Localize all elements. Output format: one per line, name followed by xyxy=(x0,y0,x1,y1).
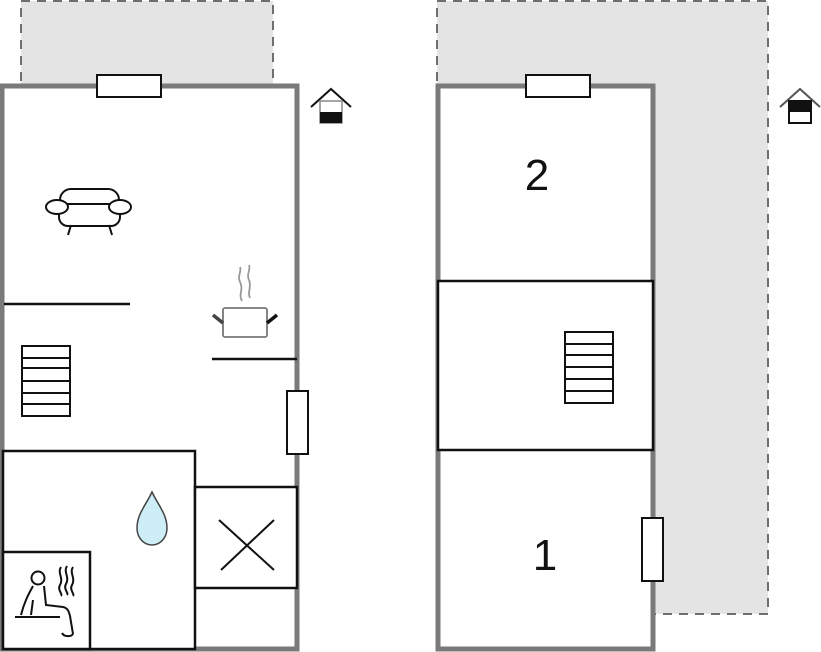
room-label-bedroom-1: 1 xyxy=(533,531,557,580)
storage-room xyxy=(193,485,299,590)
ground-floor xyxy=(0,0,352,652)
room-label-bedroom-2: 2 xyxy=(525,151,549,200)
stairs-icon xyxy=(21,345,71,417)
upper-floor: 2 1 xyxy=(435,0,821,652)
window-top-ground xyxy=(96,74,162,98)
cooking-pot-icon xyxy=(211,264,279,338)
water-drop-icon xyxy=(136,490,168,546)
upper-floor-house-icon xyxy=(779,87,821,124)
window-right-upper xyxy=(641,517,664,582)
cross-icon xyxy=(218,519,275,571)
sauna-icon xyxy=(15,565,75,638)
lower-floor-house-icon xyxy=(310,87,352,124)
window-right-ground xyxy=(286,390,309,455)
sofa-icon xyxy=(45,188,132,236)
window-top-upper xyxy=(525,74,591,98)
stair-landing xyxy=(436,279,655,452)
stairs-icon xyxy=(564,331,614,404)
ground-terrace xyxy=(20,0,274,86)
